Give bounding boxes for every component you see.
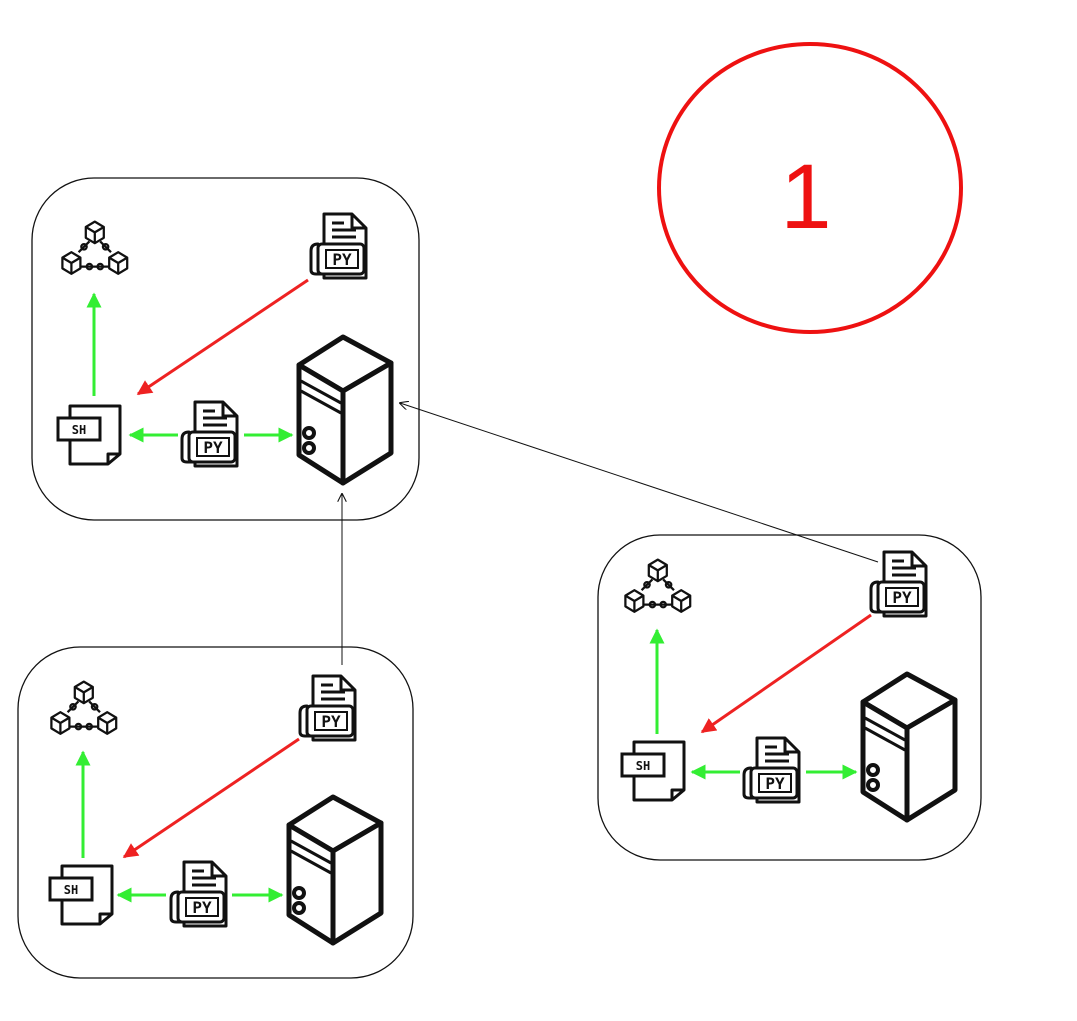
red-arrow <box>122 737 300 859</box>
node-bottom-left: PY SH PY <box>17 646 414 979</box>
file-label: PY <box>321 712 341 731</box>
node-container <box>597 534 982 861</box>
python-file-icon: PY <box>742 736 801 804</box>
python-file-icon: PY <box>298 674 357 742</box>
node-top-left: PY SH PY <box>31 177 420 521</box>
shell-file-icon: SH <box>48 864 114 926</box>
file-label: PY <box>765 774 785 793</box>
shell-file-icon: SH <box>620 740 686 802</box>
server-icon <box>289 797 381 943</box>
file-label: SH <box>64 883 78 897</box>
red-arrow <box>136 278 309 396</box>
python-file-icon: PY <box>180 400 239 468</box>
red-arrow <box>700 613 872 734</box>
node-right: PY SH PY <box>597 534 982 861</box>
blockchain-icon <box>624 558 692 613</box>
python-file-icon: PY <box>309 212 368 280</box>
blockchain-icon <box>61 220 129 275</box>
file-label: PY <box>332 250 352 269</box>
file-label: PY <box>892 588 912 607</box>
python-file-icon: PY <box>169 860 228 928</box>
shell-file-icon: SH <box>56 404 122 466</box>
file-label: SH <box>72 423 86 437</box>
badge-number: 1 <box>780 146 831 248</box>
server-icon <box>299 337 391 483</box>
python-file-icon: PY <box>869 550 928 618</box>
file-label: PY <box>203 438 223 457</box>
file-label: SH <box>636 759 650 773</box>
node-container <box>31 177 420 521</box>
server-icon <box>863 674 955 820</box>
blockchain-icon <box>50 680 118 735</box>
node-container <box>17 646 414 979</box>
badge-circle <box>657 42 963 334</box>
file-label: PY <box>192 898 212 917</box>
